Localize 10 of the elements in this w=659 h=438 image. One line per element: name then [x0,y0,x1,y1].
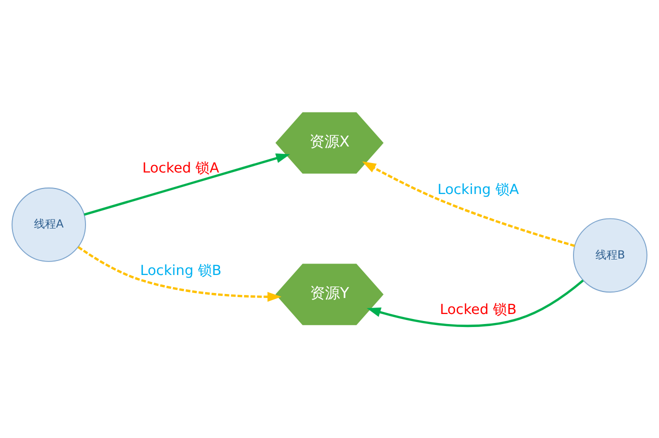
node-circle: 线程A [12,187,86,262]
edge-label: Locked 锁B [440,301,517,318]
arrow [366,279,584,327]
edge-label: Locking 锁B [140,262,222,278]
node-circle: 线程B [573,218,648,292]
arrow [78,246,282,302]
arrow [362,160,575,246]
edge-label: Locked 锁A [142,160,220,176]
arrow [84,152,290,216]
edge-label: Locking 锁A [438,182,519,198]
